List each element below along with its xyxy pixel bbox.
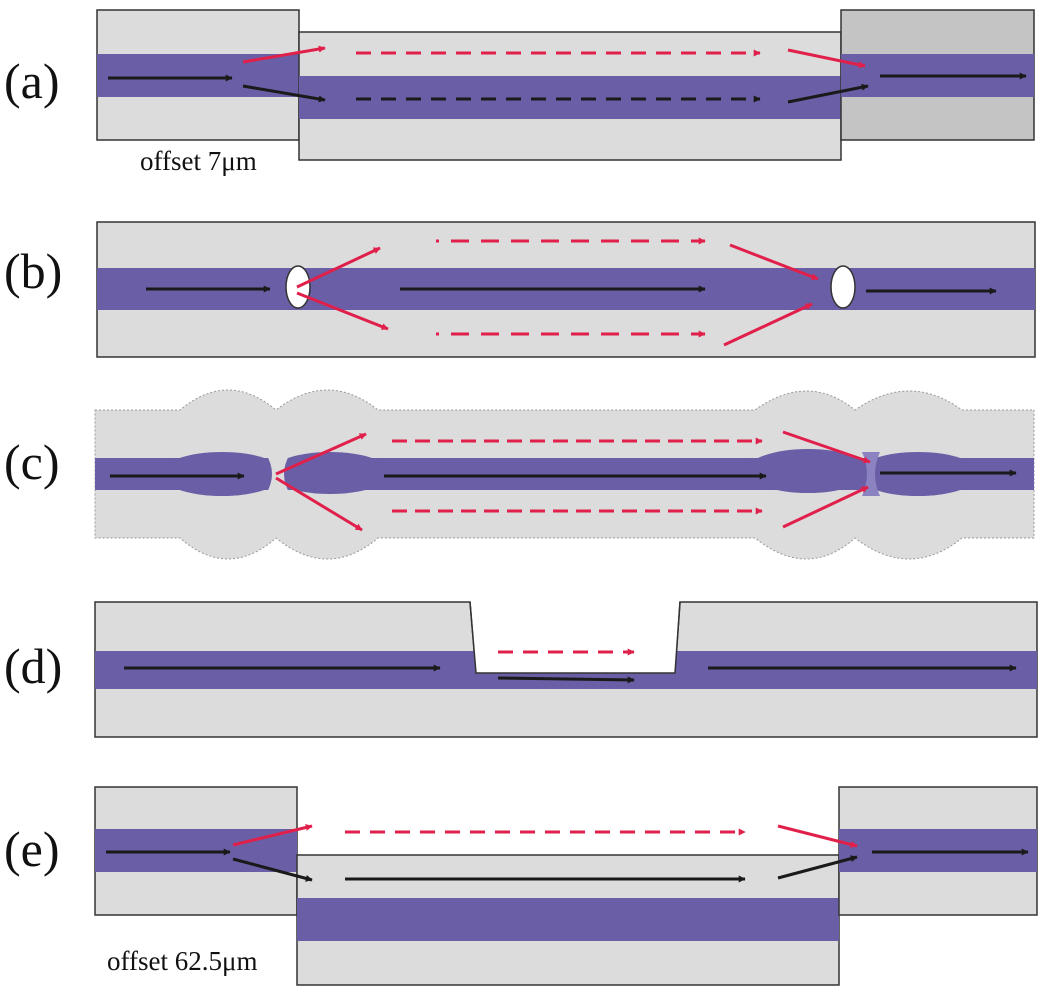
core-bulge-2 <box>270 452 390 494</box>
recouple-up-arrow <box>782 485 869 529</box>
notch-cavity <box>471 600 679 673</box>
core-recoupling-arrow <box>777 855 858 880</box>
right-air-bubble <box>830 265 856 309</box>
panel-a: (a) offset 7μm <box>4 9 1035 176</box>
panel-e: (e) offset 62.5μm <box>4 786 1038 986</box>
core-to-cladding-arrow <box>232 857 313 882</box>
scatter-up-arrow <box>296 246 381 289</box>
scatter-down-arrow <box>296 291 389 331</box>
recouple-down-arrow <box>782 430 871 464</box>
core-bulge-1 <box>160 452 284 496</box>
thinned-core-arrow <box>497 676 635 684</box>
scatter-up-arrow <box>275 432 367 476</box>
middle-fiber-core <box>297 898 839 941</box>
scatter-down-arrow <box>275 476 363 532</box>
core-bulge-3 <box>746 449 870 493</box>
cladding-recoupling-arrow <box>787 48 866 69</box>
recouple-down-arrow <box>729 243 819 281</box>
panel-e-label: (e) <box>4 821 60 877</box>
cladding-recoupling-arrow <box>777 824 858 848</box>
cladding-excitation-arrow <box>232 824 313 847</box>
core-coupling-arrow <box>242 84 326 103</box>
cladding-excitation-arrow <box>242 45 326 64</box>
notch-edge <box>469 601 681 674</box>
panel-a-label: (a) <box>4 53 60 109</box>
offset-label-e: offset 62.5μm <box>107 946 257 976</box>
offset-label-a: offset 7μm <box>140 146 257 176</box>
panel-b-label: (b) <box>4 243 62 299</box>
panel-c: (c) <box>4 389 1035 560</box>
panel-b: (b) <box>4 221 1036 358</box>
core-recoupling-arrow <box>787 83 869 104</box>
panel-d-label: (d) <box>4 638 62 694</box>
panel-c-label: (c) <box>4 434 60 490</box>
panel-d: (d) <box>4 600 1038 738</box>
recouple-up-arrow <box>723 302 813 347</box>
